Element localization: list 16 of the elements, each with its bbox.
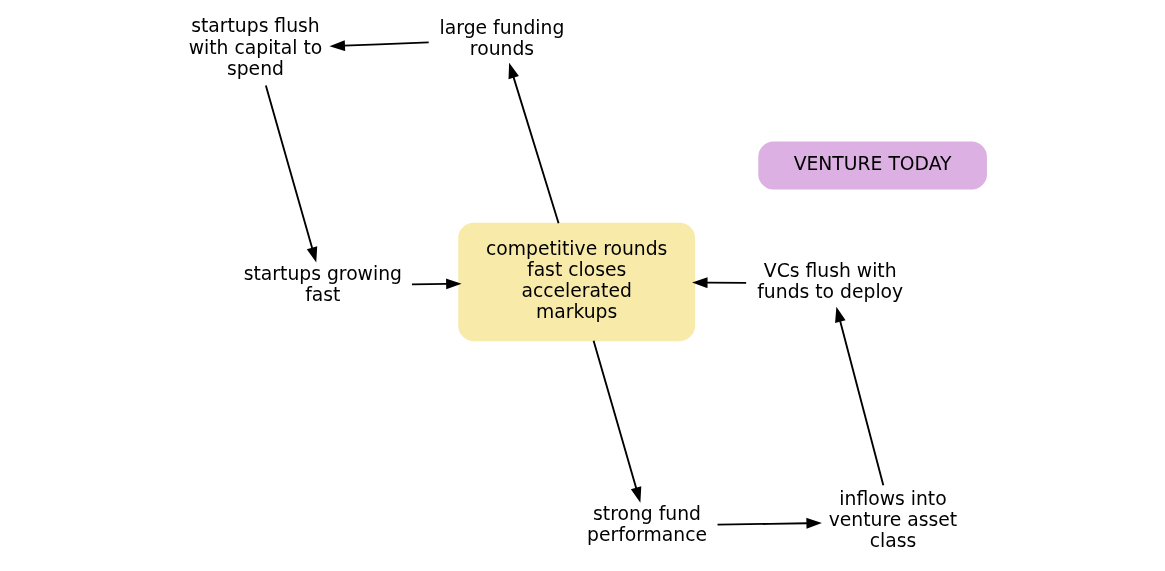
node-text: inflows into venture asset class <box>828 488 958 552</box>
node-text: large funding rounds <box>439 16 565 59</box>
node-text: startups flush with capital to spend <box>188 15 323 79</box>
arrow <box>411 278 462 290</box>
arrow <box>692 277 748 289</box>
node-box: VENTURE TODAY <box>758 141 987 190</box>
node-box: competitive rounds fast closes accelerated markups <box>458 222 696 342</box>
arrow <box>835 306 885 487</box>
arrow <box>592 339 642 503</box>
node-text: startups growing fast <box>243 262 402 305</box>
arrow <box>264 84 318 263</box>
arrow <box>329 40 430 52</box>
arrow <box>508 62 560 225</box>
node-text: VCs flush with funds to deploy <box>757 260 904 303</box>
arrow <box>716 517 822 529</box>
node-text: strong fund performance <box>587 502 708 545</box>
